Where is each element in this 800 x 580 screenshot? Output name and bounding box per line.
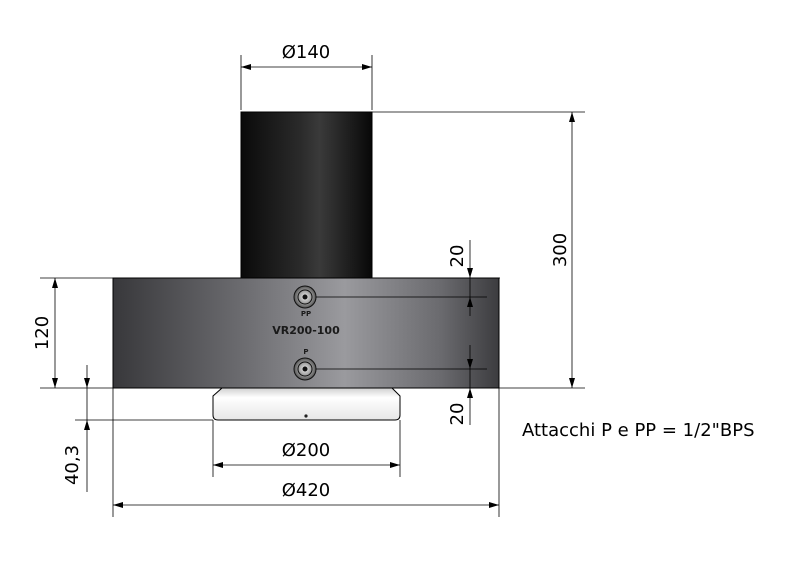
dim-text-total-height: 300 xyxy=(550,233,571,267)
connection-note: Attacchi P e PP = 1/2"BPS xyxy=(522,420,755,441)
dim-text-foot-diameter: Ø200 xyxy=(282,440,331,461)
dim-cylinder-diameter xyxy=(240,55,373,110)
dim-text-base-diameter: Ø420 xyxy=(282,480,331,501)
dim-text-cylinder-diameter: Ø140 xyxy=(282,42,331,63)
foot-disc xyxy=(212,387,401,421)
dim-foot-height xyxy=(75,365,213,492)
dim-text-port-offset-bottom: 20 xyxy=(447,403,468,426)
foot-hole xyxy=(304,414,308,418)
dim-foot-diameter xyxy=(212,420,401,477)
dim-text-port-offset-top: 20 xyxy=(447,245,468,268)
dim-total-height xyxy=(372,111,585,389)
dim-port-offset-bottom xyxy=(467,345,473,425)
dim-text-foot-height: 40,3 xyxy=(62,445,83,485)
dim-port-offset-top xyxy=(372,240,500,316)
port-label-p: P xyxy=(303,348,308,356)
dim-base-diameter xyxy=(112,388,500,517)
port-lower-p xyxy=(293,357,317,381)
dim-text-base-height: 120 xyxy=(32,316,53,350)
port-label-pp: PP xyxy=(301,310,311,318)
dim-base-height xyxy=(40,277,113,389)
cylinder-body xyxy=(240,111,373,279)
port-upper-pp xyxy=(293,285,317,309)
model-label: VR200-100 xyxy=(272,324,340,337)
